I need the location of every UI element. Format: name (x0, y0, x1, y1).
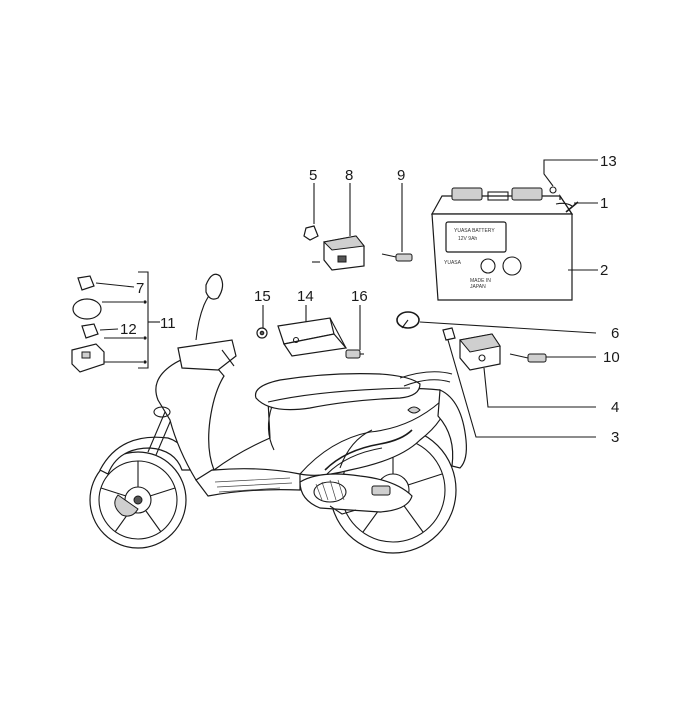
vent-tube (565, 201, 579, 213)
callout-13: 13 (600, 153, 617, 170)
leg-shield (155, 356, 225, 481)
callout-labels: 13 1 2 5 8 9 15 14 16 6 10 4 3 7 12 11 (120, 153, 620, 446)
screw (395, 253, 413, 262)
leader-lines (95, 159, 598, 438)
engine-case (299, 473, 413, 513)
svg-text:12V 9Ah: 12V 9Ah (458, 236, 477, 242)
callout-14: 14 (297, 288, 314, 305)
mirror (205, 273, 224, 300)
callout-6: 6 (611, 325, 619, 342)
washer (549, 186, 557, 194)
relay-assembly (303, 225, 413, 271)
svg-text:MADE IN: MADE IN (470, 278, 491, 284)
callout-8: 8 (345, 167, 353, 184)
callout-16: 16 (351, 288, 368, 305)
cable-harness (324, 429, 413, 471)
regulator-unit (459, 333, 501, 371)
svg-text:JAPAN: JAPAN (470, 284, 486, 290)
svg-text:YUASA: YUASA (444, 260, 462, 266)
bracket-assembly (256, 317, 364, 359)
callout-10: 10 (603, 349, 620, 366)
front-wheel (89, 451, 187, 549)
scooter-illustration (89, 273, 467, 554)
callout-3: 3 (611, 429, 619, 446)
callout-11: 11 (160, 315, 176, 332)
callout-15: 15 (254, 288, 271, 305)
battery-terminal (555, 202, 573, 207)
callout-7: 7 (136, 280, 144, 297)
screw-10 (527, 353, 547, 363)
callout-2: 2 (600, 262, 608, 279)
handlebar-cover (177, 339, 237, 371)
nut (303, 225, 319, 241)
callout-12: 12 (120, 321, 137, 338)
rear-fender (437, 389, 467, 469)
battery: YUASA BATTERY 12V 9Ah YUASA MADE IN JAPA… (430, 187, 574, 301)
strap-ring (396, 311, 420, 329)
callout-1: 1 (600, 195, 608, 212)
callout-5: 5 (309, 167, 317, 184)
callout-4: 4 (611, 399, 619, 416)
bolt (345, 349, 361, 359)
clip (442, 327, 456, 341)
rear-rack (399, 371, 453, 387)
mirror-stem (195, 291, 213, 341)
callout-9: 9 (397, 167, 405, 184)
fuse-holder-group (71, 275, 105, 373)
svg-text:YUASA BATTERY: YUASA BATTERY (454, 228, 495, 234)
